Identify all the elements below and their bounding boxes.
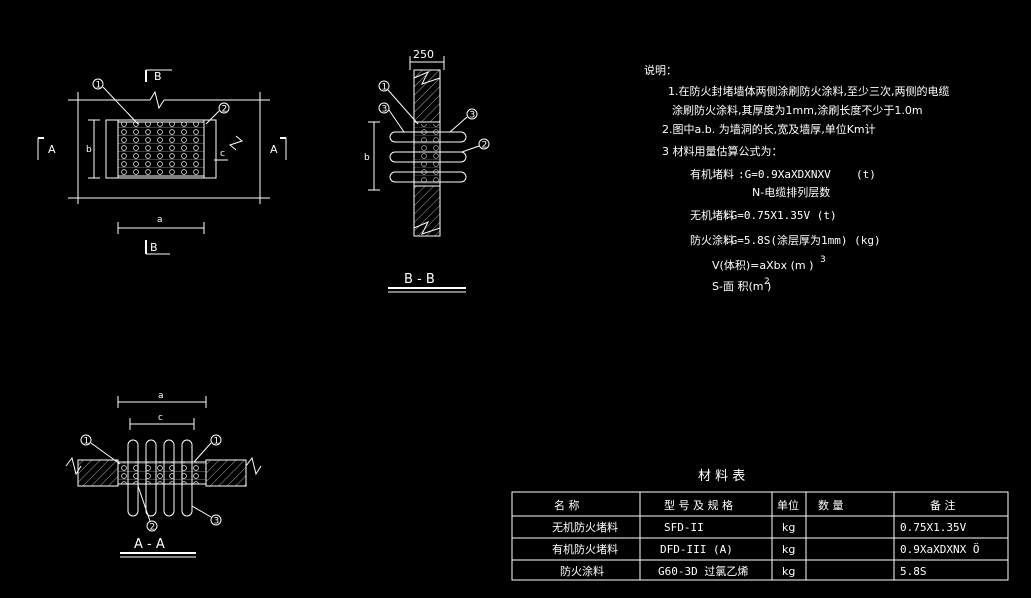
bb-callout-1-icon bbox=[378, 80, 390, 92]
table-header-note: 备 注 bbox=[930, 498, 956, 512]
formula-organic: :G=0.9XaXDXNXV bbox=[738, 168, 831, 181]
table-header-name: 名 称 bbox=[554, 498, 580, 512]
svg-text:1: 1 bbox=[382, 83, 388, 93]
plan-dim-b: b bbox=[86, 145, 92, 155]
formula-organic-unit: (t) bbox=[856, 168, 876, 181]
svg-text:2: 2 bbox=[482, 141, 488, 151]
formula-coating: :G=5.8S(涂层厚为1mm) (kg) bbox=[724, 233, 881, 247]
section-aa-view: a c 1 1 2 3 A - A bbox=[65, 391, 262, 558]
svg-text:0.9XaXDXNX Ö: 0.9XaXDXNX Ö bbox=[900, 543, 979, 556]
formula-area: S-面 积(m ) bbox=[712, 280, 771, 293]
aa-callout-2-icon bbox=[146, 520, 158, 532]
table-header-unit: 单位 bbox=[777, 498, 799, 512]
bb-callout-3-icon bbox=[378, 102, 390, 114]
callout-2-icon bbox=[218, 102, 230, 114]
formula-area-sup: 2 bbox=[764, 277, 770, 287]
aa-callout-3-icon bbox=[210, 514, 222, 526]
svg-text:0.75X1.35V: 0.75X1.35V bbox=[900, 521, 967, 534]
aa-callout-1-icon bbox=[80, 434, 92, 446]
svg-text:3: 3 bbox=[214, 517, 220, 527]
section-bb-view: 250 b 1 3 3 2 B - B bbox=[364, 48, 490, 293]
notes-block: 说明： 1.在防火封堵墙体两侧涂刷防火涂料,至少三次,两侧的电缆 涂刷防火涂料,… bbox=[644, 63, 950, 293]
notes-line1b: 涂刷防火涂料,其厚度为1mm,涂刷长度不少于1.0m bbox=[672, 103, 923, 117]
aa-dim-c: c bbox=[158, 413, 163, 423]
plan-dim-a: a bbox=[157, 215, 163, 225]
aa-callout-1b-icon bbox=[210, 434, 222, 446]
svg-text:2: 2 bbox=[150, 523, 156, 533]
table-title: 材 料 表 bbox=[698, 469, 745, 484]
cut-marker-a-right: A bbox=[270, 143, 278, 156]
table-header-row: 名 称 型 号 及 规 格 单位 数 量 备 注 bbox=[554, 498, 956, 512]
formula-inorganic: :G=0.75X1.35V (t) bbox=[724, 209, 837, 222]
material-table: 材 料 表 名 称 型 号 及 规 格 单位 数 量 备 注 无机防火堵料 SF… bbox=[511, 469, 1009, 581]
svg-text:kg: kg bbox=[782, 565, 795, 578]
formula-coating-label: 防火涂料 bbox=[690, 233, 734, 247]
callout-1-icon bbox=[92, 78, 104, 90]
table-header-spec: 型 号 及 规 格 bbox=[664, 498, 733, 512]
table-row: 防火涂料 G60-3D 过氯乙烯 kg 5.8S bbox=[560, 564, 927, 578]
svg-text:2: 2 bbox=[222, 105, 228, 115]
formula-organic-n: N-电缆排列层数 bbox=[752, 185, 830, 199]
svg-text:kg: kg bbox=[782, 521, 795, 534]
cut-marker-a-left: A bbox=[48, 143, 56, 156]
svg-text:3: 3 bbox=[382, 105, 388, 115]
svg-text:5.8S: 5.8S bbox=[900, 565, 927, 578]
svg-text:DFD-III (A): DFD-III (A) bbox=[660, 543, 733, 556]
formula-volume: V(体积)=aXbx (m ) bbox=[712, 258, 813, 272]
plan-view: a b 1 2 c B B A A bbox=[37, 69, 287, 255]
section-aa-title: A - A bbox=[134, 537, 165, 552]
section-bb-title: B - B bbox=[404, 272, 435, 287]
table-row: 无机防火堵料 SFD-II kg 0.75X1.35V bbox=[552, 520, 967, 534]
bb-dim-250: 250 bbox=[413, 48, 434, 61]
svg-text:无机防火堵料: 无机防火堵料 bbox=[552, 520, 618, 534]
svg-text:1: 1 bbox=[84, 437, 90, 447]
bb-callout-2-icon bbox=[478, 138, 490, 150]
cut-marker-b-bottom: B bbox=[150, 241, 158, 254]
table-row: 有机防火堵料 DFD-III (A) kg 0.9XaXDXNX Ö bbox=[552, 542, 979, 556]
notes-line3: 3 材料用量估算公式为： bbox=[662, 144, 783, 158]
svg-text:1: 1 bbox=[96, 81, 102, 91]
svg-text:kg: kg bbox=[782, 543, 795, 556]
svg-text:3: 3 bbox=[470, 111, 476, 121]
notes-heading: 说明： bbox=[644, 63, 677, 77]
svg-text:G60-3D 过氯乙烯: G60-3D 过氯乙烯 bbox=[658, 564, 748, 578]
plan-dim-c: c bbox=[220, 149, 225, 159]
formula-inorganic-label: 无机堵料 bbox=[690, 208, 734, 222]
cut-marker-b-top: B bbox=[154, 70, 162, 83]
formula-volume-sup: 3 bbox=[820, 255, 826, 265]
aa-dim-a: a bbox=[158, 391, 164, 401]
bb-dim-b: b bbox=[364, 153, 370, 163]
svg-text:有机防火堵料: 有机防火堵料 bbox=[552, 542, 618, 556]
svg-text:1: 1 bbox=[214, 437, 220, 447]
svg-text:防火涂料: 防火涂料 bbox=[560, 564, 604, 578]
table-header-qty: 数 量 bbox=[818, 499, 844, 512]
bb-callout-3b-icon bbox=[466, 108, 478, 120]
notes-line1: 1.在防火封堵墙体两侧涂刷防火涂料,至少三次,两侧的电缆 bbox=[668, 84, 950, 98]
formula-organic-label: 有机堵料 bbox=[690, 167, 734, 181]
notes-line2: 2.图中a.b. 为墙洞的长,宽及墙厚,单位Km计 bbox=[662, 122, 876, 136]
svg-text:SFD-II: SFD-II bbox=[664, 521, 704, 534]
